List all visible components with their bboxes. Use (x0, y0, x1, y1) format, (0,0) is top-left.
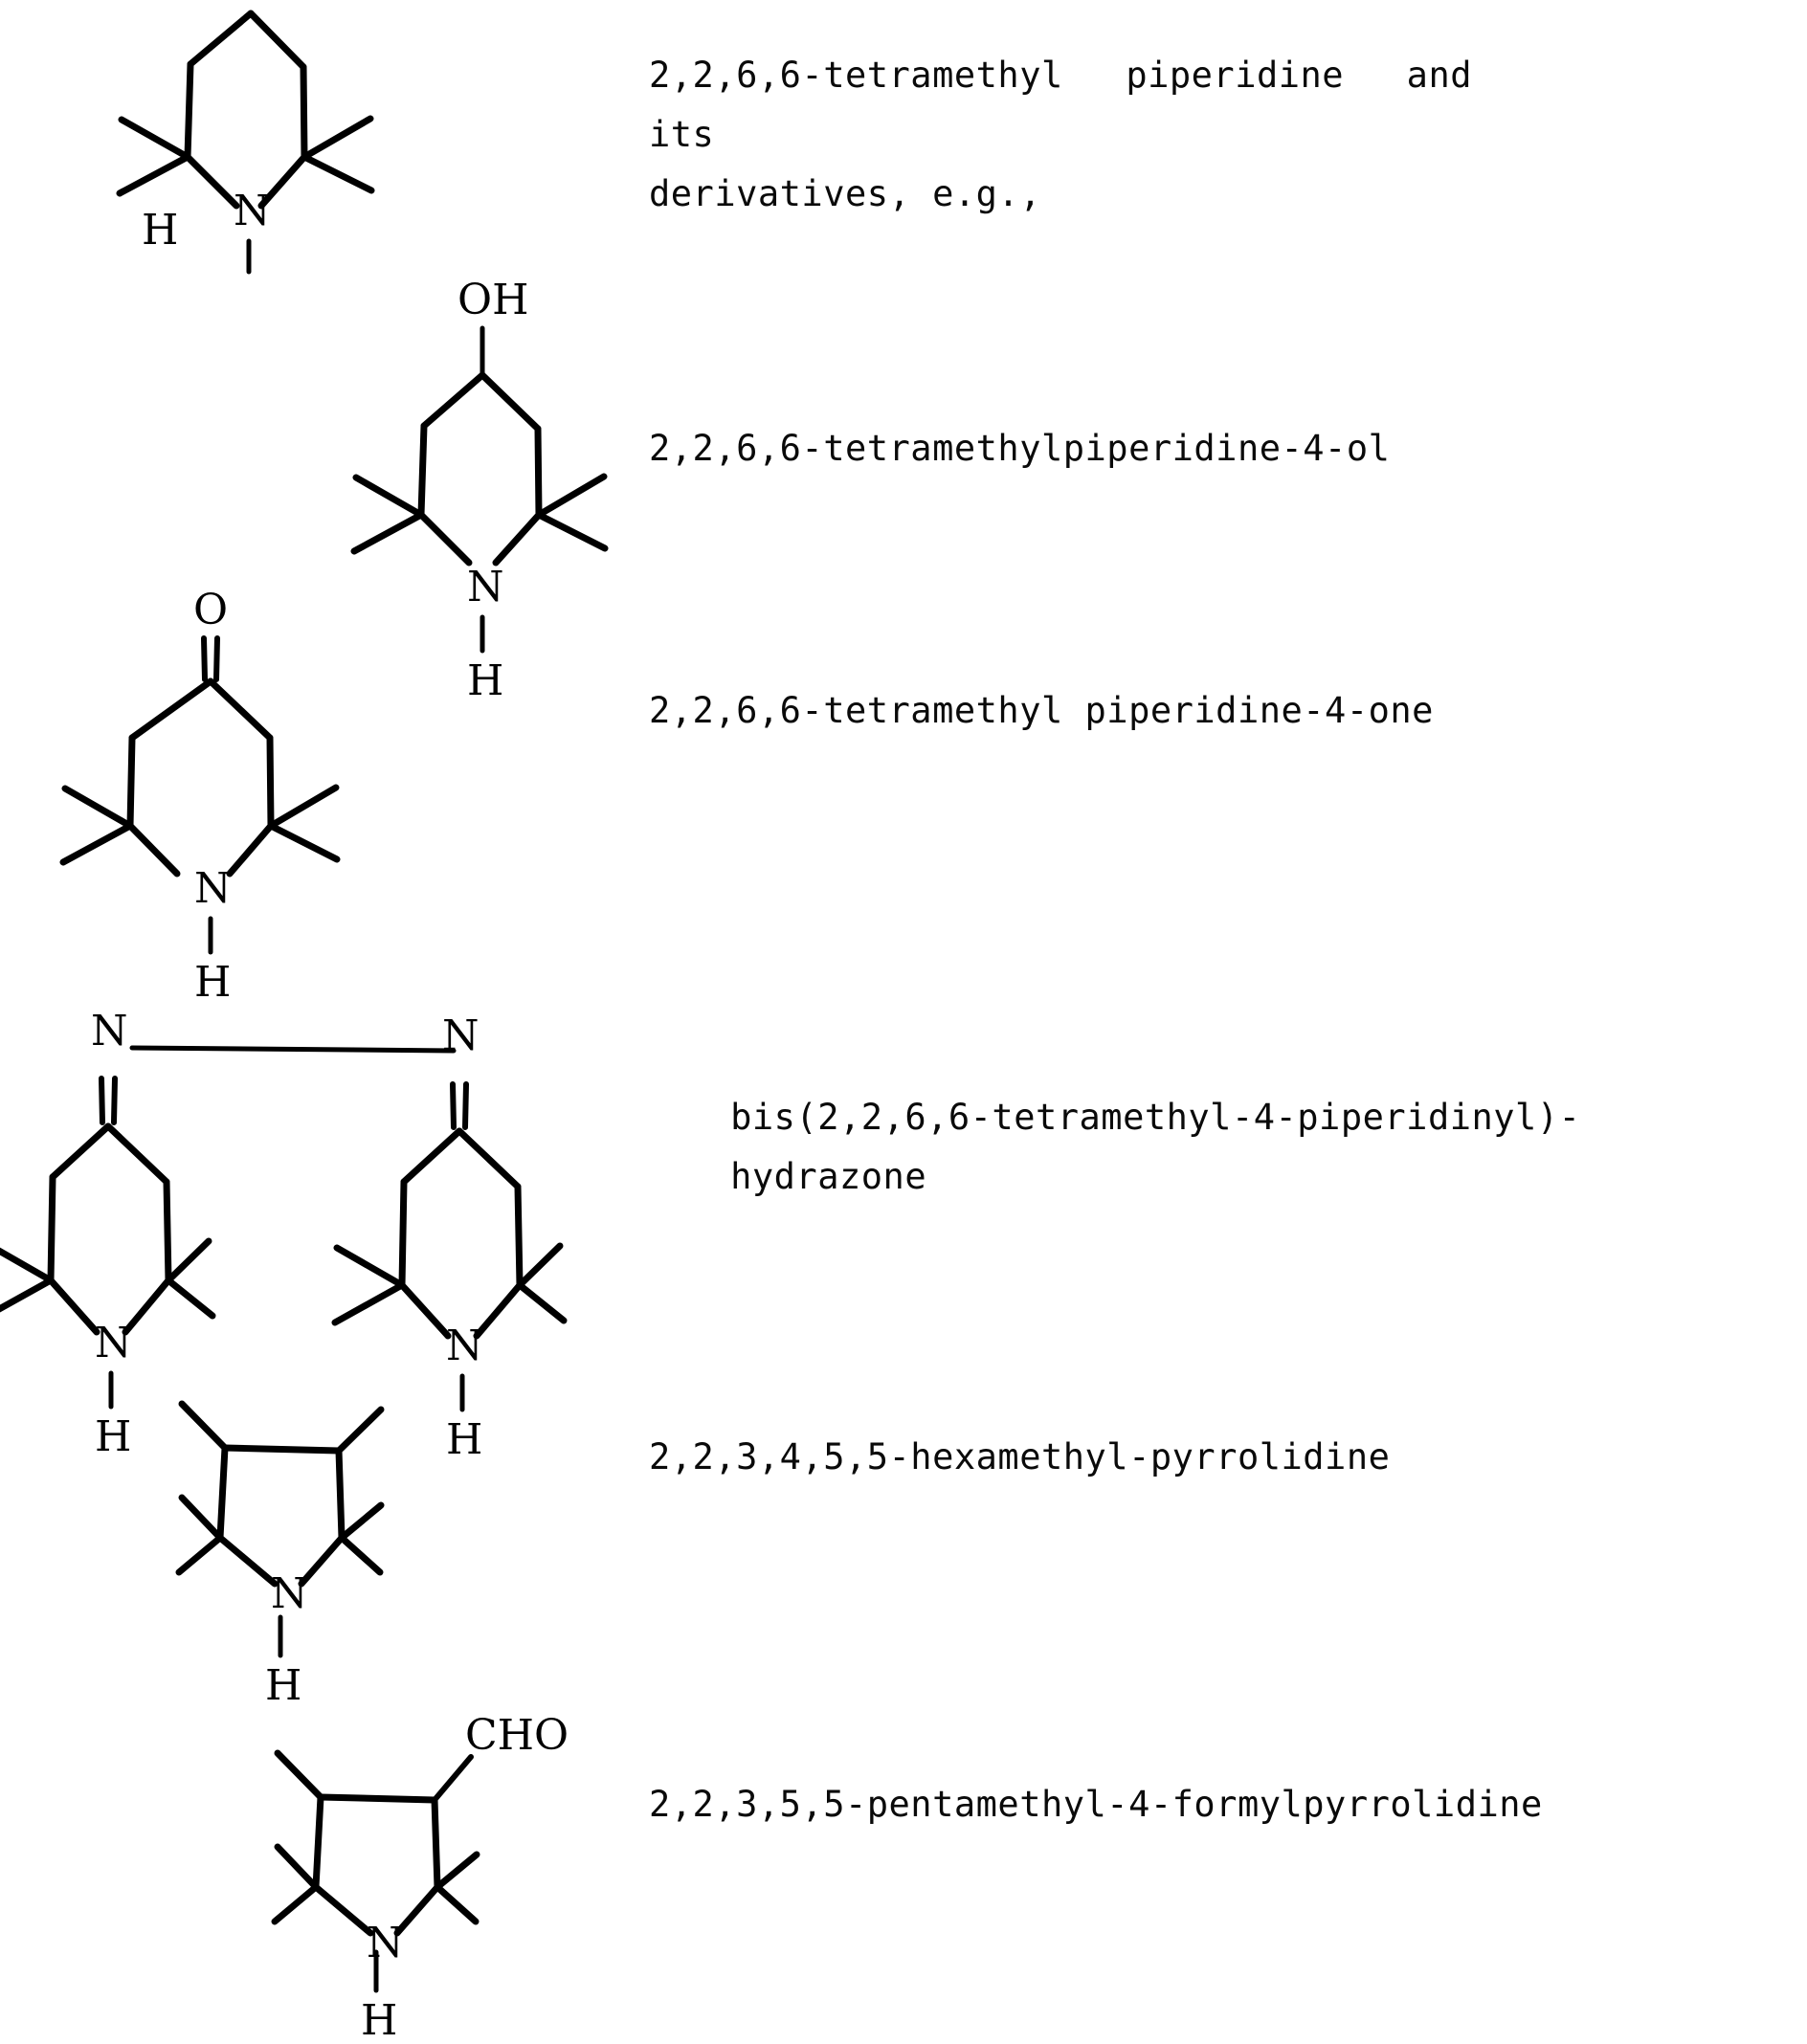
atom-label-h: H (142, 206, 178, 255)
structure-bis-piperidinyl-hydrazone: N N (0, 986, 568, 1388)
atom-label-h: H (194, 958, 231, 1007)
structure-tetramethylpiperidine: N (91, 0, 397, 275)
structure-bis-piperidinyl-hydrazone-nh: N H N H (0, 1311, 536, 1502)
atom-label-h-left: H (95, 1412, 131, 1461)
atom-label-h: H (361, 1996, 397, 2044)
structure-tetramethylpiperidin-4-one: O (59, 565, 392, 900)
structure-pentamethyl-formylpyrrolidine: CHO N (258, 1703, 622, 2029)
caption-line-1: 2,2,6,6-tetramethyl piperidine and its (649, 55, 1472, 155)
atom-label-oh: OH (457, 276, 528, 324)
atom-label-n: N (467, 563, 504, 611)
structure-hexamethylpyrrolidine-nh: H (153, 1614, 469, 1809)
caption-tetramethylpiperidin-4-ol: 2,2,6,6-tetramethylpiperidine-4-ol (649, 428, 1391, 469)
structure-tetramethylpiperidin-4-ol: OH (350, 268, 680, 593)
caption-hexamethylpyrrolidine: 2,2,3,4,5,5-hexamethyl-pyrrolidine (649, 1436, 1391, 1477)
atom-label-h: H (265, 1661, 301, 1710)
caption-tetramethylpiperidin-4-one: 2,2,6,6-tetramethyl piperidine-4-one (649, 690, 1434, 731)
atom-label-n: N (367, 1919, 404, 1967)
atom-label-n: N (194, 864, 232, 913)
caption-pentamethyl-formylpyrrolidine: 2,2,3,5,5-pentamethyl-4-formylpyrrolidin… (649, 1784, 1543, 1825)
structure-tetramethylpiperidin-4-one-nh: N H (77, 856, 392, 1048)
atom-label-n: N (234, 187, 271, 235)
atom-label-n-right-ring: N (446, 1322, 483, 1370)
caption-line-1: bis(2,2,6,6-tetramethyl-4-piperidinyl)- (730, 1097, 1581, 1138)
atom-label-n: N (271, 1569, 308, 1618)
structure-hexamethylpyrrolidine: N (153, 1364, 469, 1679)
structure-pentamethyl-formylpyrrolidine-nh: H (258, 1949, 622, 2044)
atom-label-n-left-ring: N (95, 1319, 132, 1367)
atom-label-n-left: N (91, 1007, 128, 1055)
caption-line-2: derivatives, e.g., (649, 173, 1041, 214)
atom-label-h: H (467, 656, 503, 705)
caption-bis-piperidinyl-hydrazone: bis(2,2,6,6-tetramethyl-4-piperidinyl)- … (643, 1029, 1753, 1266)
atom-label-n-right: N (442, 1011, 480, 1060)
structure-tetramethylpiperidin-4-ol-nh: N H (364, 555, 680, 746)
caption-tetramethylpiperidine: 2,2,6,6-tetramethyl piperidine and its d… (649, 46, 1472, 224)
caption-line-2: hydrazone (730, 1156, 927, 1197)
atom-label-o: O (193, 586, 228, 634)
structure-tetramethylpiperidine-nh: H (91, 196, 244, 263)
atom-label-h-right: H (446, 1415, 482, 1464)
atom-label-cho: CHO (465, 1711, 569, 1760)
